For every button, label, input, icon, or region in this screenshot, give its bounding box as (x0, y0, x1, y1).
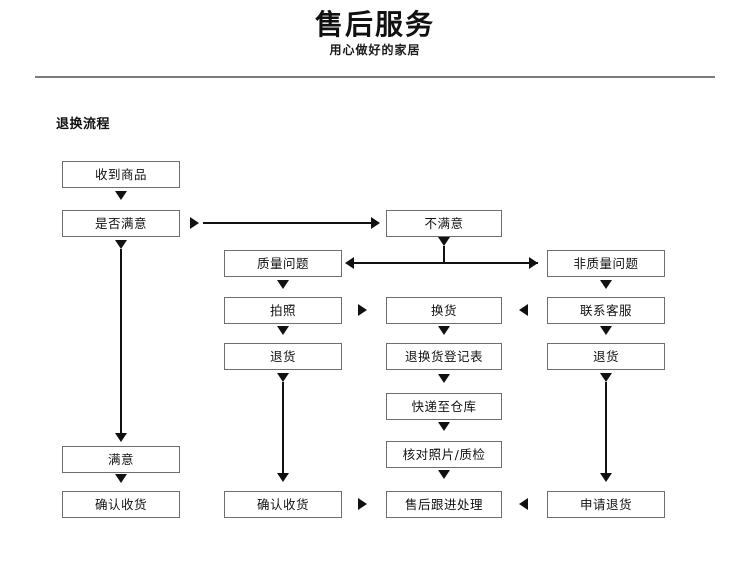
connector-arrow-form-to-express (438, 374, 450, 383)
connector-line-satisfied-down (120, 249, 122, 435)
connector-arrow-service-to-return (600, 326, 612, 335)
flow-node-return-goods-right[interactable]: 退货 (547, 343, 665, 370)
connector-arrow-confirm-to-followup (358, 498, 367, 510)
flow-node-confirm-receipt-left[interactable]: 确认收货 (62, 491, 180, 518)
connector-arrow-to-non-quality-issue (529, 257, 538, 269)
connector-arrowhead-satisfied-branch (190, 217, 199, 229)
flow-node-check-photo-qc[interactable]: 核对照片/质检 (386, 441, 502, 468)
flow-node-take-photo[interactable]: 拍照 (224, 297, 342, 324)
connector-arrow-exchange-to-form (438, 326, 450, 335)
connector-arrow-satisfied-to-confirm (115, 474, 127, 483)
connector-line-satisfied-to-not-satisfied (203, 222, 373, 224)
connector-line-return-to-apply (605, 382, 607, 475)
flow-node-contact-service[interactable]: 联系客服 (547, 297, 665, 324)
header-divider (35, 76, 715, 78)
page-subtitle: 用心做好的家居 (329, 43, 421, 57)
connector-arrow-nonquality-to-service (600, 280, 612, 289)
connector-arrow-to-apply-return (600, 473, 612, 482)
connector-line-not-satisfied-down (443, 246, 445, 264)
flow-node-receive-goods[interactable]: 收到商品 (62, 161, 180, 188)
page-header: 售后服务 用心做好的家居 (0, 0, 750, 78)
connector-arrow-qc-to-followup (438, 470, 450, 479)
connector-arrowhead-return-down (277, 373, 289, 382)
flow-node-confirm-receipt-mid[interactable]: 确认收货 (224, 491, 342, 518)
flow-node-express-to-warehouse[interactable]: 快递至仓库 (386, 393, 502, 420)
connector-arrow-not-satisfied-down (438, 237, 450, 246)
connector-arrow-photo-to-exchange (358, 304, 367, 316)
connector-arrow-express-to-qc (438, 422, 450, 431)
connector-arrowhead-satisfied-down (115, 240, 127, 249)
connector-arrow-apply-to-followup (519, 498, 528, 510)
flow-node-is-satisfied[interactable]: 是否满意 (62, 210, 180, 237)
connector-arrow-to-not-satisfied (371, 217, 380, 229)
connector-arrow-service-to-exchange (519, 304, 528, 316)
connector-line-issue-split (352, 262, 538, 264)
flow-node-quality-issue[interactable]: 质量问题 (224, 250, 342, 277)
connector-arrow-quality-to-photo (277, 280, 289, 289)
flow-node-non-quality-issue[interactable]: 非质量问题 (547, 250, 665, 277)
connector-arrow-to-confirm-receipt-mid (277, 473, 289, 482)
flow-node-exchange-goods[interactable]: 换货 (386, 297, 502, 324)
page-title: 售后服务 (314, 8, 435, 41)
connector-arrow-to-satisfied (115, 433, 127, 442)
flow-node-return-exchange-form[interactable]: 退换货登记表 (386, 343, 502, 370)
flow-node-satisfied[interactable]: 满意 (62, 446, 180, 473)
flow-node-not-satisfied[interactable]: 不满意 (386, 210, 502, 237)
connector-arrow-receive-to-satisfied (115, 191, 127, 200)
flow-node-apply-return[interactable]: 申请退货 (547, 491, 665, 518)
connector-line-return-to-confirm (282, 382, 284, 475)
flow-node-after-sales-followup[interactable]: 售后跟进处理 (386, 491, 502, 518)
section-heading-return-process: 退换流程 (56, 117, 111, 132)
connector-arrow-photo-to-return (277, 326, 289, 335)
connector-arrow-to-quality-issue (345, 257, 354, 269)
flow-node-return-goods-left[interactable]: 退货 (224, 343, 342, 370)
connector-arrowhead-return-right-down (600, 373, 612, 382)
